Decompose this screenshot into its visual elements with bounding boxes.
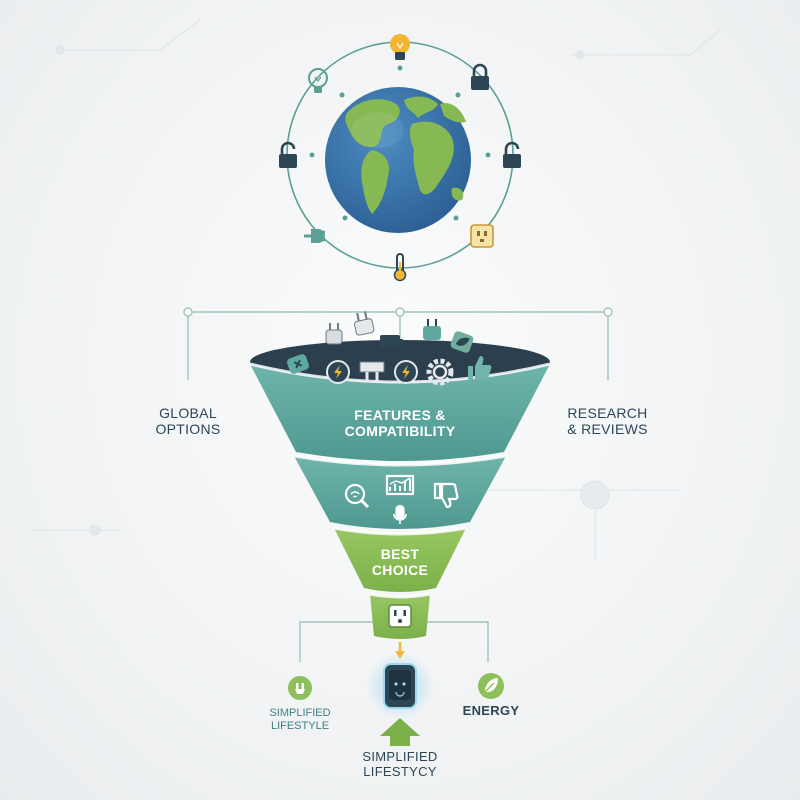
- simplified-lifestyle-line-2: LIFESTYLE: [270, 719, 330, 732]
- best-choice-line-2: CHOICE: [371, 562, 429, 579]
- chart-icon: [385, 474, 415, 496]
- lifestycy-line-1: SIMPLIFIED: [362, 749, 438, 764]
- features-line-1: FEATURES &: [354, 407, 446, 423]
- orbit-dots: [309, 65, 491, 221]
- simplified-lifestyle-label: SIMPLIFIED LIFESTYLE: [245, 707, 355, 732]
- leaf-icon: [450, 331, 474, 353]
- search-wifi-icon: [344, 483, 370, 509]
- funnel-stage-tools: [294, 456, 506, 529]
- globe: [325, 87, 471, 233]
- thumbs-up-icon: [468, 356, 492, 380]
- battery-icon: [380, 335, 403, 347]
- features-compatibility-label: FEATURES & COMPATIBILITY: [320, 407, 480, 439]
- global-options-line-1: GLOBAL: [159, 405, 217, 421]
- plug-icon: [304, 229, 325, 243]
- thumbs-down-icon: [433, 482, 459, 509]
- research-reviews-line-1: RESEARCH: [567, 405, 648, 421]
- best-choice-label: BEST CHOICE: [350, 546, 450, 578]
- funnel-stage-features: [250, 364, 550, 461]
- features-line-2: COMPATIBILITY: [344, 423, 456, 440]
- energy-icon: [394, 360, 418, 384]
- simplified-lifestyle-line-1: SIMPLIFIED: [269, 707, 331, 719]
- funnel-top-items: [286, 311, 492, 386]
- outlet-icon: [470, 224, 494, 248]
- global-options-label: GLOBAL OPTIONS: [138, 405, 238, 437]
- energy-label: ENERGY: [450, 703, 532, 719]
- lifestycy-line-2: LIFESTYCY: [363, 763, 437, 779]
- research-reviews-line-2: & REVIEWS: [567, 421, 648, 438]
- gear-icon: [426, 358, 454, 386]
- research-reviews-label: RESEARCH & REVIEWS: [555, 405, 660, 437]
- arrow-up-icon: [380, 718, 420, 746]
- lightbulb-icon: [308, 68, 328, 93]
- funnel: [249, 340, 551, 639]
- microphone-icon: [393, 504, 407, 524]
- plug-icon: [325, 323, 343, 345]
- label-connectors: [183, 307, 613, 662]
- plug-icon: [286, 354, 310, 374]
- outlet-icon: [388, 604, 412, 628]
- energy-text: ENERGY: [462, 703, 520, 718]
- simplified-lifestycy-label: SIMPLIFIED LIFESTYCY: [340, 749, 460, 780]
- energy-icon: [326, 360, 350, 384]
- plug-icon: [423, 319, 441, 340]
- lock-icon: [471, 63, 489, 90]
- background-network: [30, 19, 721, 560]
- global-options-line-2: OPTIONS: [155, 421, 221, 438]
- leaf-icon: [478, 673, 504, 699]
- stage2-icons: [344, 474, 459, 524]
- plug-icon: [354, 311, 375, 336]
- lightbulb-icon: [390, 34, 410, 60]
- best-choice-line-1: BEST: [380, 546, 420, 562]
- plug-icon: [288, 676, 312, 700]
- unlock-icon: [503, 141, 521, 168]
- unlock-icon: [279, 141, 297, 168]
- thermometer-icon: [393, 253, 407, 282]
- plug-icon: [359, 361, 385, 382]
- funnel-stage-best-choice: [334, 528, 466, 592]
- smart-plug-device-icon: [366, 652, 434, 720]
